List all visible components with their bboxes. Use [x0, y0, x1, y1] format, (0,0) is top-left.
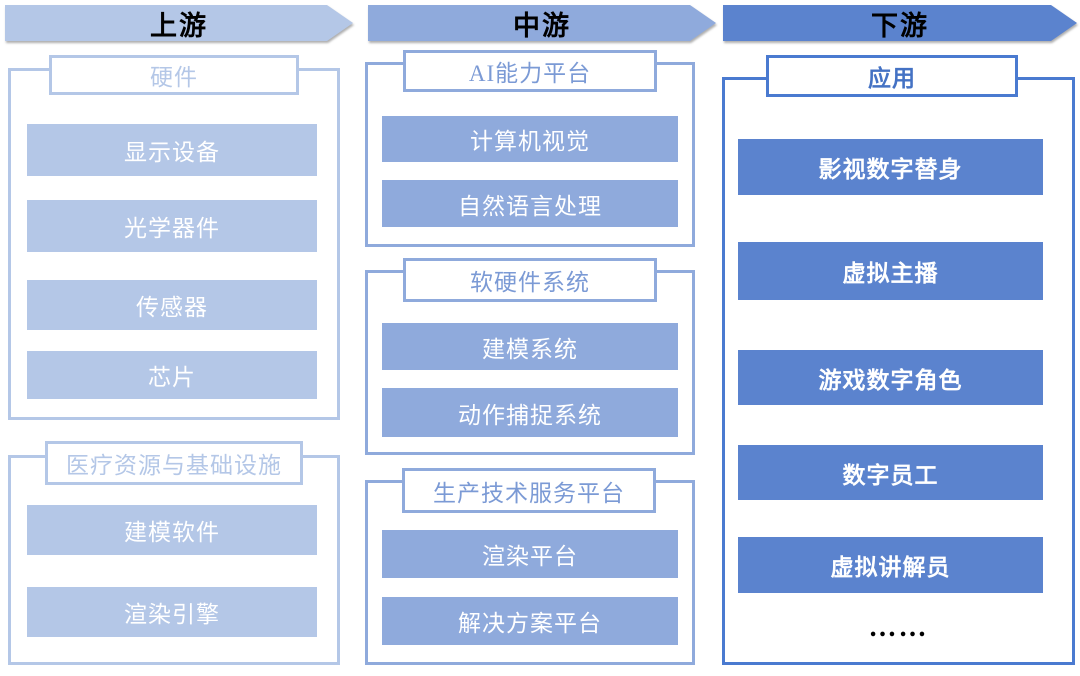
arrow-shape-downstream: 下游 — [723, 5, 1077, 41]
item-virtual-anchor: 虚拟主播 — [738, 242, 1043, 300]
item-optical-components: 光学器件 — [27, 200, 317, 252]
group-title-software-hardware-systems: 软硬件系统 — [403, 258, 657, 302]
item-modeling-system: 建模系统 — [382, 323, 678, 370]
item-render-engine: 渲染引擎 — [27, 587, 317, 637]
item-display-devices: 显示设备 — [27, 124, 317, 176]
item-chips: 芯片 — [27, 351, 317, 399]
ellipsis-more: …… — [868, 612, 929, 643]
item-render-platform: 渲染平台 — [382, 530, 678, 578]
group-title-hardware: 硬件 — [49, 55, 299, 95]
stage-arrow-downstream: 下游 — [723, 5, 1077, 41]
arrow-shape-upstream: 上游 — [5, 5, 353, 41]
group-title-applications: 应用 — [766, 55, 1018, 97]
item-modeling-software: 建模软件 — [27, 505, 317, 555]
stage-label-upstream: 上游 — [150, 10, 208, 41]
stage-label-midstream: 中游 — [513, 10, 571, 41]
arrow-shape-midstream: 中游 — [368, 5, 716, 41]
item-motion-capture-system: 动作捕捉系统 — [382, 388, 678, 437]
stage-label-downstream: 下游 — [871, 10, 929, 41]
item-computer-vision: 计算机视觉 — [382, 116, 678, 162]
item-digital-employee: 数字员工 — [738, 445, 1043, 500]
item-sensors: 传感器 — [27, 280, 317, 330]
item-solution-platform: 解决方案平台 — [382, 597, 678, 645]
stage-arrow-midstream: 中游 — [368, 5, 716, 41]
group-title-production-tech-service-platform: 生产技术服务平台 — [402, 468, 656, 513]
item-virtual-presenter: 虚拟讲解员 — [738, 537, 1043, 593]
item-film-digital-double: 影视数字替身 — [738, 139, 1043, 195]
item-game-digital-character: 游戏数字角色 — [738, 350, 1043, 405]
group-title-ai-capability-platform: AI能力平台 — [403, 50, 657, 92]
item-natural-language-processing: 自然语言处理 — [382, 180, 678, 227]
stage-arrow-upstream: 上游 — [5, 5, 353, 41]
group-title-medical-resources-infrastructure: 医疗资源与基础设施 — [45, 441, 303, 485]
